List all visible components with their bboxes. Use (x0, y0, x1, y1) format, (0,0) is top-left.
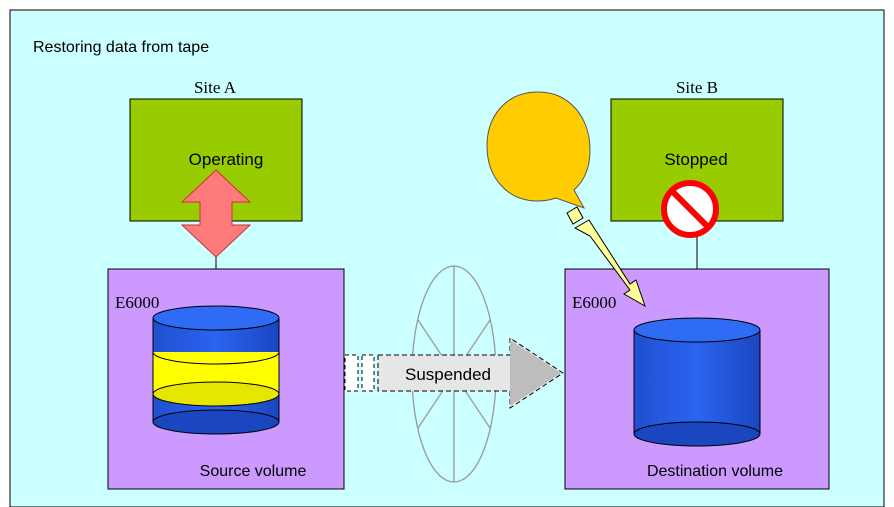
diagram-title: Restoring data from tape (33, 39, 209, 56)
callout-bubble-icon (486, 91, 591, 209)
site-a-status: Operating (189, 150, 264, 169)
pointer-arrow-icon (566, 206, 646, 308)
transfer-status-label: Suspended (405, 365, 491, 384)
site-a-storage-label: E6000 (115, 293, 159, 312)
prohibited-icon (661, 180, 719, 238)
suspended-arrow-icon (344, 337, 564, 409)
site-b-status: Stopped (664, 150, 727, 169)
site-b-label: Site B (676, 78, 718, 97)
site-a-volume-label: Source volume (200, 463, 307, 480)
site-b-volume-label: Destination volume (647, 463, 783, 480)
site-b-storage-label: E6000 (572, 293, 616, 312)
bidirectional-arrow-icon (180, 169, 252, 258)
database-cylinder-icon (152, 305, 280, 435)
site-a-label: Site A (194, 78, 237, 97)
database-cylinder-icon (633, 317, 761, 447)
